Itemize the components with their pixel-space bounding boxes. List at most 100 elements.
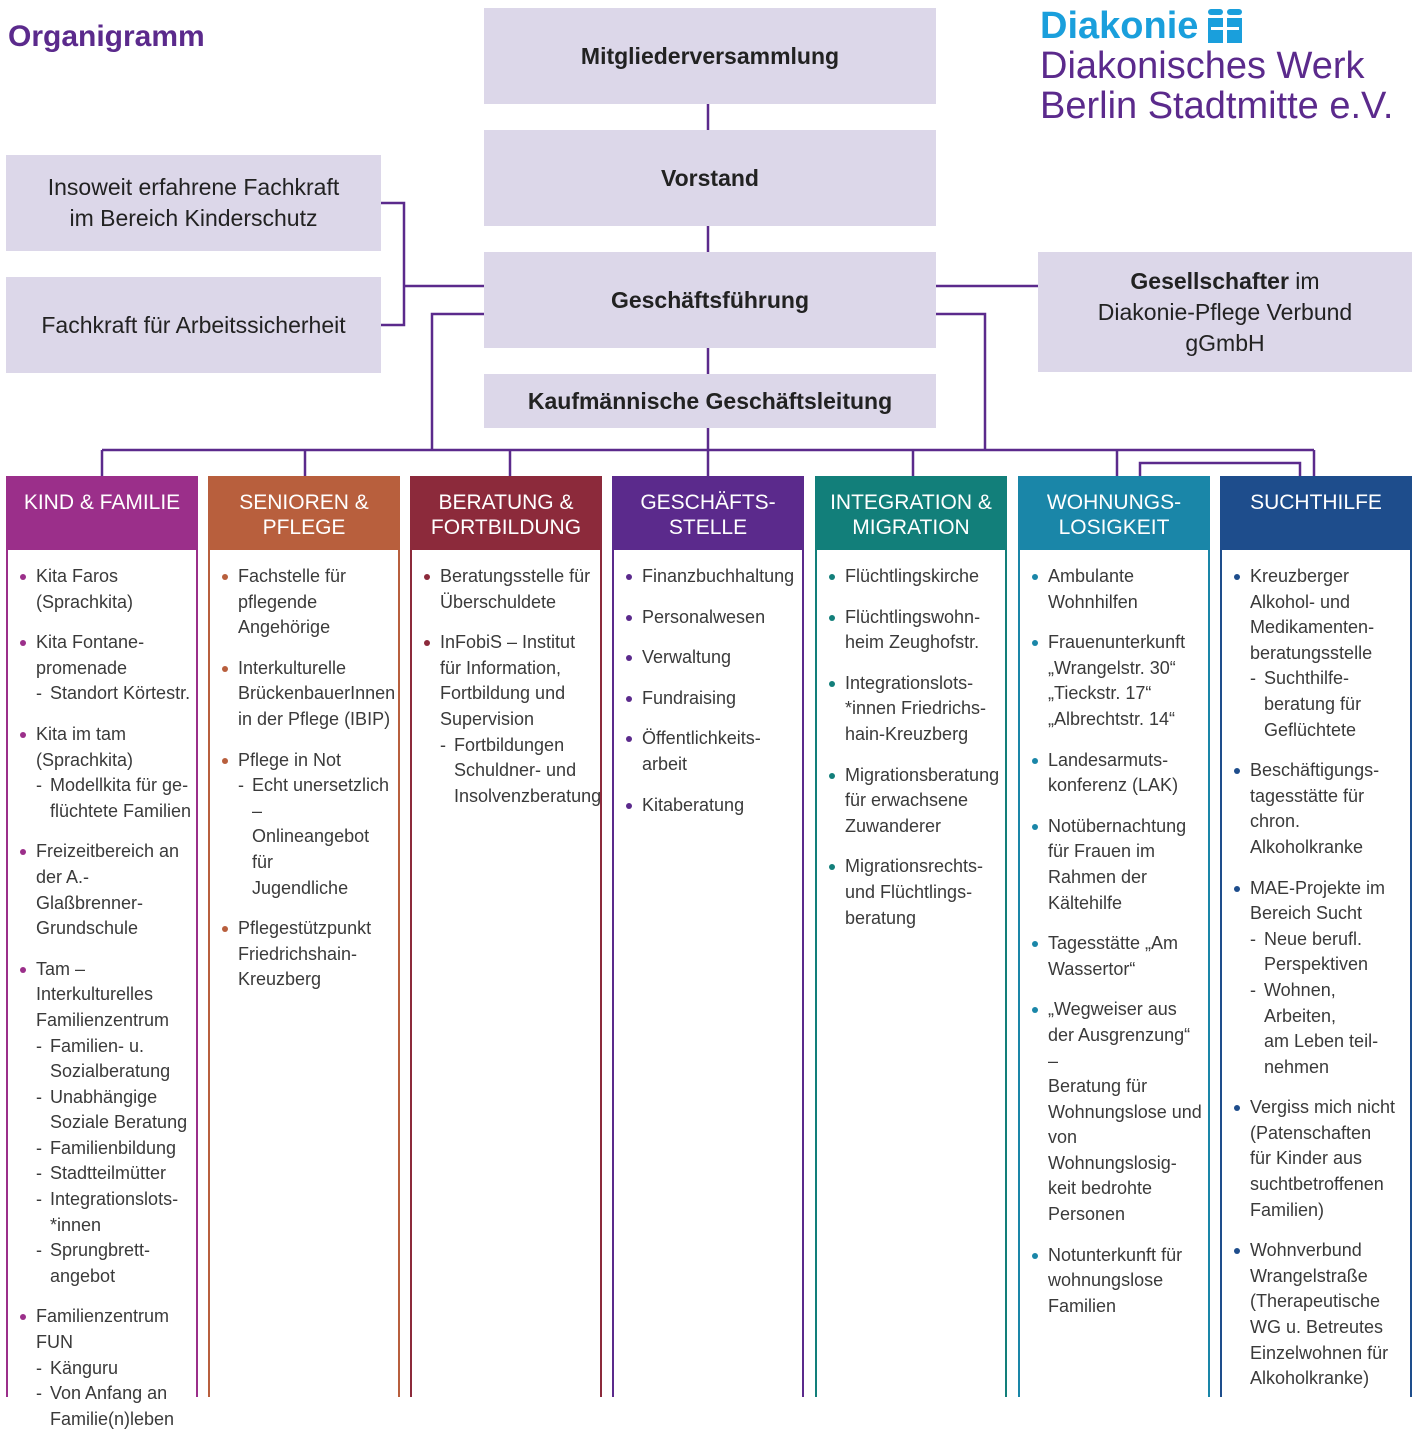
list-item: Pflege in NotEcht unersetzlich – Onlinea…: [220, 748, 394, 902]
list-item-text: Personalwesen: [642, 606, 766, 627]
list-item-text: Vergiss mich nicht (Patenschaften für Ki…: [1250, 1097, 1396, 1220]
sub-item-list: Suchthilfe- beratung für Geflüchtete: [1250, 666, 1406, 743]
list-item-text: Migrationsrechts- und Flüchtlings- berat…: [845, 856, 984, 928]
sub-list-item: Känguru: [36, 1356, 192, 1382]
sub-item-list: Familien- u. SozialberatungUnabhängige S…: [36, 1034, 192, 1290]
department-header: KIND & FAMILIE: [8, 476, 196, 550]
list-item-text: Kreuzberger Alkohol- und Medikamenten- b…: [1250, 566, 1375, 663]
list-item: Beratungsstelle für Überschuldete: [422, 564, 596, 615]
list-item-text: Kitaberatung: [642, 794, 745, 815]
connector-staff-bracket: [381, 201, 406, 327]
list-item-text: Tam – Interkulturelles Familienzentrum: [36, 958, 170, 1030]
list-item: Integrationslots- *innen Friedrichs- hai…: [827, 671, 1001, 748]
sub-list-item: Neue berufl. Perspektiven: [1250, 927, 1406, 978]
list-item-text: Migrationsberatung für erwachsene Zuwand…: [845, 764, 1000, 836]
department-column: SUCHTHILFE Kreuzberger Alkohol- und Medik…: [1220, 476, 1412, 1397]
list-item-text: Notunterkunft für wohnungslose Familien: [1048, 1244, 1183, 1316]
list-item: Notübernachtung für Frauen im Rahmen der…: [1030, 814, 1204, 916]
list-item: Ambulante Wohnhilfen: [1030, 564, 1204, 615]
list-item: Personalwesen: [624, 605, 798, 631]
department-header: SUCHTHILFE: [1222, 476, 1410, 550]
diakonie-cross-icon: [1208, 9, 1243, 43]
page-title: Organigramm: [8, 20, 205, 53]
sub-item-list: Modellkita für ge- flüchtete Familien: [36, 773, 192, 824]
list-item-text: „Wegweiser aus der Ausgrenzung“ – Beratu…: [1048, 999, 1202, 1225]
list-item: Kitaberatung: [624, 793, 798, 819]
list-item-text: Ambulante Wohnhilfen: [1048, 566, 1138, 612]
sub-list-item: Fortbildungen Schuldner- und Insolvenzbe…: [440, 733, 601, 810]
sub-list-item: Standort Körtestr.: [36, 681, 192, 707]
sub-item-list: KänguruVon Anfang an Familie(n)leben: [36, 1356, 192, 1432]
box-geschaeftsfuehrung: Geschäftsführung: [484, 252, 936, 348]
logo-brand-text: Diakonie: [1040, 5, 1199, 47]
list-item-text: Fachstelle für pflegende Angehörige: [238, 566, 347, 638]
box-vorstand: Vorstand: [484, 130, 936, 226]
connector-gf-right: [936, 312, 987, 450]
sub-list-item: Integrationslots- *innen: [36, 1187, 192, 1238]
list-item-text: Fundraising: [642, 687, 737, 708]
list-item-text: Frauenunterkunft „Wrangelstr. 30“ „Tieck…: [1048, 632, 1186, 729]
list-item-text: Beschäftigungs- tagesstätte für chron. A…: [1250, 760, 1380, 857]
list-item: Familienzentrum FUNKänguruVon Anfang an …: [18, 1304, 192, 1432]
sub-item-list: Fortbildungen Schuldner- und Insolvenzbe…: [440, 733, 601, 810]
list-item: Finanzbuchhaltung: [624, 564, 798, 590]
box-arbeitssicherheit: Fachkraft für Arbeitssicherheit: [6, 277, 381, 373]
box-kinderschutz-fachkraft: Insoweit erfahrene Fachkraft im Bereich …: [6, 155, 381, 251]
list-item: Migrationsrechts- und Flüchtlings- berat…: [827, 854, 1001, 931]
list-item: Beschäftigungs- tagesstätte für chron. A…: [1232, 758, 1406, 860]
list-item: Migrationsberatung für erwachsene Zuwand…: [827, 763, 1001, 840]
list-item: Pflegestützpunkt Friedrichshain- Kreuzbe…: [220, 916, 394, 993]
logo-brand: Diakonie: [1040, 6, 1410, 46]
list-item: Vergiss mich nicht (Patenschaften für Ki…: [1232, 1095, 1406, 1223]
list-item: Fachstelle für pflegende Angehörige: [220, 564, 394, 641]
list-item: Wohnverbund Wrangelstraße (Therapeutisch…: [1232, 1238, 1406, 1392]
sub-item-list: Echt unersetzlich – Onlineangebot für Ju…: [238, 773, 394, 901]
list-item-text: Öffentlichkeits- arbeit: [642, 728, 761, 774]
list-item: InFobiS – Institut für Information, Fort…: [422, 630, 601, 810]
department-item-list: Kita Faros (Sprachkita) Kita Fontane- pro…: [8, 550, 196, 1432]
list-item: Fundraising: [624, 686, 798, 712]
list-item: Landesarmuts- konferenz (LAK): [1030, 748, 1204, 799]
list-item-text: Interkulturelle BrückenbauerInnen in der…: [238, 657, 396, 729]
list-item: Notunterkunft für wohnungslose Familien: [1030, 1243, 1204, 1320]
list-item: Freizeitbereich an der A.-Glaßbrenner- G…: [18, 839, 192, 941]
list-item-text: Wohnverbund Wrangelstraße (Therapeutisch…: [1250, 1240, 1389, 1389]
list-item-text: Verwaltung: [642, 647, 732, 668]
gesellschafter-rest: im Diakonie-Pflege Verbund gGmbH: [1097, 268, 1353, 356]
department-header: BERATUNG & FORTBILDUNG: [412, 476, 600, 550]
list-item-text: Landesarmuts- konferenz (LAK): [1048, 749, 1179, 796]
box-gesellschafter: Gesellschafter im Diakonie-Pflege Verbun…: [1038, 252, 1412, 372]
list-item-text: Familienzentrum FUN: [36, 1306, 170, 1353]
list-item-text: InFobiS – Institut für Information, Fort…: [440, 632, 576, 729]
list-item: Kita Fontane- promenadeStandort Körtestr…: [18, 630, 192, 707]
list-item: Kreuzberger Alkohol- und Medikamenten- b…: [1232, 564, 1406, 743]
list-item: Flüchtlingswohn- heim Zeughofstr.: [827, 605, 1001, 656]
department-header: INTEGRATION & MIGRATION: [817, 476, 1005, 550]
list-item: Kita Faros (Sprachkita): [18, 564, 192, 615]
list-item: MAE-Projekte im Bereich SuchtNeue berufl…: [1232, 876, 1406, 1081]
logo-line-1: Diakonisches Werk: [1040, 45, 1365, 87]
logo-line-2: Berlin Stadtmitte e.V.: [1040, 85, 1394, 127]
sub-item-list: Standort Körtestr.: [36, 681, 192, 707]
list-item: Flüchtlingskirche: [827, 564, 1001, 590]
list-item-text: Notübernachtung für Frauen im Rahmen der…: [1048, 815, 1187, 913]
connector-wohnung-sucht: [1138, 461, 1302, 476]
list-item: Frauenunterkunft „Wrangelstr. 30“ „Tieck…: [1030, 630, 1204, 732]
list-item: Tam – Interkulturelles FamilienzentrumFa…: [18, 957, 192, 1290]
list-item-text: Finanzbuchhaltung: [642, 566, 795, 586]
list-item: Öffentlichkeits- arbeit: [624, 726, 798, 777]
sub-list-item: Familienbildung: [36, 1136, 192, 1162]
sub-list-item: Sprungbrett- angebot: [36, 1238, 192, 1289]
sub-list-item: Familien- u. Sozialberatung: [36, 1034, 192, 1085]
sub-list-item: Modellkita für ge- flüchtete Familien: [36, 773, 192, 824]
list-item-text: Pflegestützpunkt Friedrichshain- Kreuzbe…: [238, 918, 372, 990]
list-item-text: Freizeitbereich an der A.-Glaßbrenner- G…: [36, 841, 180, 939]
